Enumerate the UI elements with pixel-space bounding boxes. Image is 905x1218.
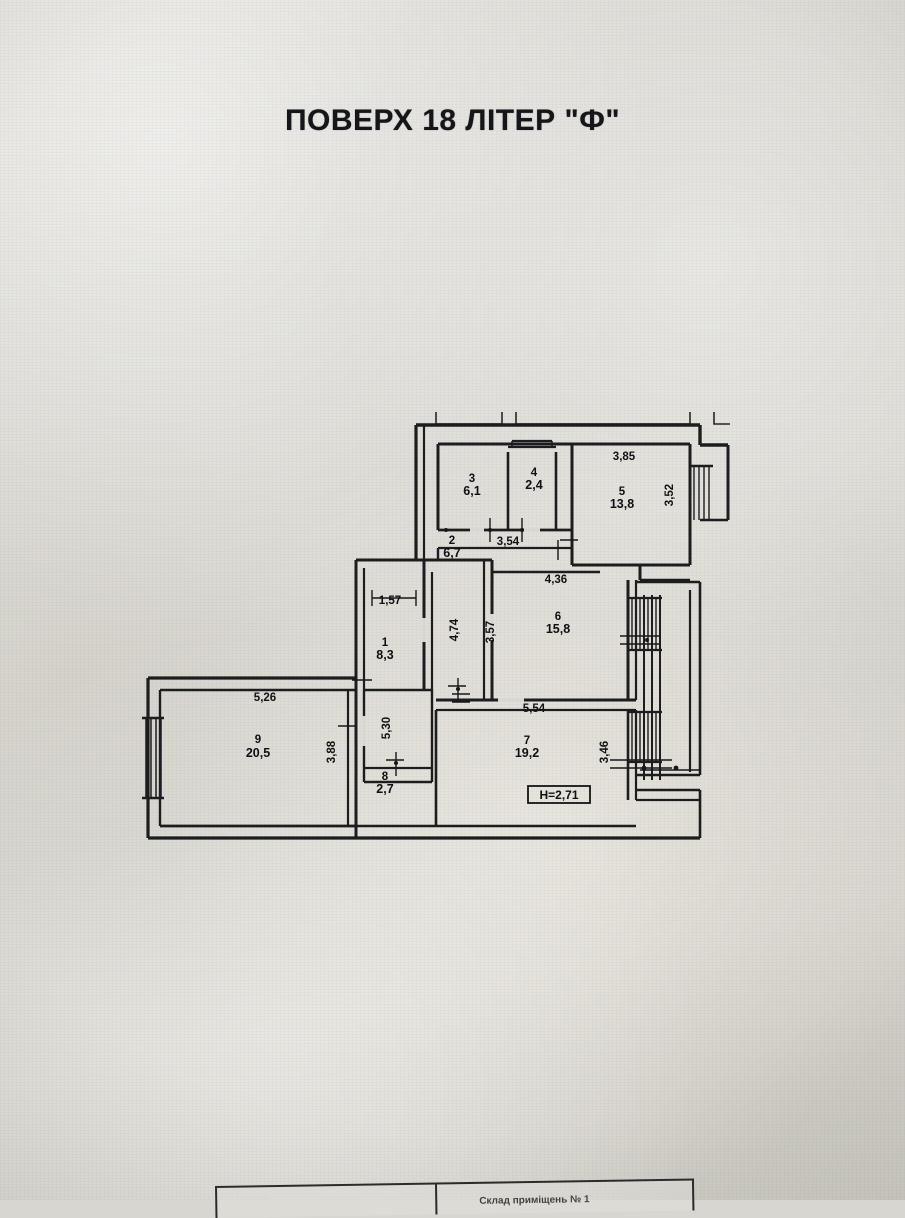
room-label-3: 3 6,1 — [463, 473, 480, 498]
room-label-2: 2 6,7 — [443, 535, 460, 560]
svg-text:6,7: 6,7 — [443, 546, 460, 560]
room-label-1: 1 8,3 — [376, 637, 393, 662]
svg-text:2,7: 2,7 — [376, 782, 393, 796]
dimension-labels: 3,85 3,54 4,36 1,57 5,26 5,54 3,52 4,74 … — [254, 451, 676, 763]
svg-text:20,5: 20,5 — [246, 746, 270, 760]
dim-1-57: 1,57 — [379, 595, 401, 607]
svg-text:19,2: 19,2 — [515, 746, 539, 760]
room-label-5: 5 13,8 — [610, 486, 634, 511]
room-label-8: 8 2,7 — [376, 771, 393, 796]
svg-text:3: 3 — [469, 473, 475, 485]
dim-3-57: 3,57 — [485, 621, 497, 643]
room-label-4: 4 2,4 — [525, 467, 542, 492]
dim-5-30: 5,30 — [381, 717, 393, 739]
dim-3-85: 3,85 — [613, 451, 636, 463]
dim-5-54: 5,54 — [523, 703, 546, 715]
dim-4-74: 4,74 — [449, 618, 461, 641]
svg-text:15,8: 15,8 — [546, 622, 570, 636]
plan-walls — [146, 423, 730, 840]
svg-text:2,4: 2,4 — [525, 478, 542, 492]
svg-text:6: 6 — [555, 611, 561, 623]
svg-text:5: 5 — [619, 486, 626, 498]
dimension-tick-marks — [338, 518, 700, 776]
svg-text:9: 9 — [255, 734, 261, 746]
page-title: ПОВЕРХ 18 ЛІТЕР "Ф" — [284, 104, 621, 137]
svg-text:13,8: 13,8 — [610, 497, 634, 511]
ceiling-height-badge: H=2,71 — [527, 785, 591, 804]
room-labels: 3 6,1 4 2,4 5 13,8 2 6,7 6 15,8 1 8,3 9 … — [246, 467, 634, 796]
dim-3-46: 3,46 — [599, 741, 611, 763]
door-openings — [362, 528, 540, 746]
svg-text:7: 7 — [524, 735, 530, 747]
svg-text:8,3: 8,3 — [376, 648, 393, 662]
svg-text:6,1: 6,1 — [463, 484, 480, 498]
svg-text:4: 4 — [531, 467, 538, 479]
dim-3-52: 3,52 — [664, 484, 676, 506]
room-label-9: 9 20,5 — [246, 734, 270, 760]
ceiling-height-label: H=2,71 — [539, 788, 578, 802]
svg-text:8: 8 — [382, 771, 389, 783]
dimension-dots — [394, 528, 679, 771]
svg-text:1: 1 — [382, 637, 389, 649]
room-label-7: 7 19,2 — [515, 735, 539, 760]
top-dimension-extension-lines — [435, 412, 730, 425]
dim-5-26: 5,26 — [254, 692, 276, 704]
room-label-6: 6 15,8 — [546, 611, 570, 636]
premises-composition-table: Склад приміщень № 1 — [215, 1178, 695, 1218]
table-header-label: Склад приміщень № 1 — [479, 1194, 590, 1207]
dim-3-54: 3,54 — [497, 536, 520, 548]
dim-4-36: 4,36 — [545, 574, 567, 586]
dim-3-88: 3,88 — [326, 740, 338, 763]
svg-text:2: 2 — [449, 535, 455, 547]
